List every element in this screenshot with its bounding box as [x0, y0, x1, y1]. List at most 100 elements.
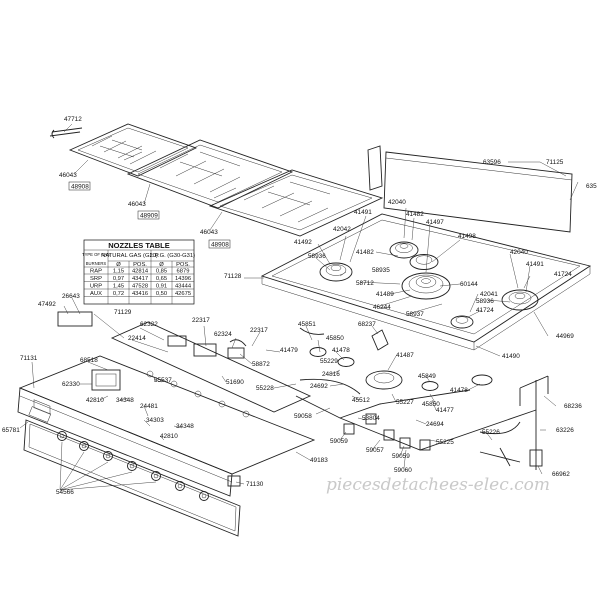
part-label: 41492 — [294, 239, 312, 246]
part-label: 24692 — [310, 383, 328, 390]
part-label: 24481 — [140, 403, 158, 410]
sub-pos-1: POS. — [133, 262, 147, 268]
burner-centre-large — [401, 272, 451, 300]
part-label: 42810 — [86, 397, 104, 404]
part-label-boxed: 48908 — [71, 183, 89, 190]
part-label-boxed: 48908 — [211, 241, 229, 248]
part-label: 635 — [586, 183, 597, 190]
part-label: 41478 — [450, 387, 468, 394]
part-label: 58935 — [372, 267, 390, 274]
sub-diameter-1: Ø — [116, 262, 121, 268]
part-label: 41482 — [356, 249, 374, 256]
pan-support-left — [68, 123, 198, 177]
row-d1: 0,72 — [113, 291, 124, 297]
valves-bottom — [227, 413, 431, 487]
burner-front-small — [450, 315, 474, 329]
sub-burners: BURNERS — [86, 261, 107, 266]
part-label: 47712 — [64, 116, 82, 123]
terminal-blocks — [57, 311, 245, 359]
part-label: 42041 — [480, 291, 498, 298]
part-label: 41478 — [332, 347, 350, 354]
part-label: 46043 — [200, 229, 218, 236]
part-label: 42042 — [333, 226, 351, 233]
row-pos2: 6879 — [177, 269, 190, 275]
part-label: 60144 — [460, 281, 478, 288]
burner-rear-left — [319, 262, 353, 282]
part-label-boxed: 48909 — [140, 212, 158, 219]
pan-support-middle — [126, 139, 294, 209]
pan-support-right — [208, 169, 384, 237]
part-label: 55229 — [320, 358, 338, 365]
part-label: 54566 — [56, 489, 74, 496]
part-label: 63226 — [556, 427, 574, 434]
part-label: 22317 — [192, 317, 210, 324]
part-label: 41491 — [354, 209, 372, 216]
row-d1: 1,15 — [113, 269, 124, 275]
part-label: 53804 — [362, 415, 380, 422]
part-label: 22414 — [128, 335, 146, 342]
leader-lines — [19, 123, 579, 491]
part-label: 24694 — [426, 421, 444, 428]
part-label: 59060 — [394, 467, 412, 474]
valve-rail — [110, 321, 312, 418]
part-label: 45512 — [352, 397, 370, 404]
part-label: 51690 — [226, 379, 244, 386]
part-label: 59059 — [392, 453, 410, 460]
row-d2: 0,50 — [156, 291, 167, 297]
row-pos1: 47528 — [132, 284, 148, 290]
part-label: 46043 — [128, 201, 146, 208]
part-label: 68237 — [358, 321, 376, 328]
part-label: 42040 — [388, 199, 406, 206]
row-pos2: 42675 — [175, 291, 191, 297]
part-label: 42040 — [510, 249, 528, 256]
part-label: 41498 — [458, 233, 476, 240]
back-guard — [367, 145, 573, 233]
hob-top — [260, 213, 592, 351]
part-label: 44969 — [556, 333, 574, 340]
part-label: 41497 — [426, 219, 444, 226]
part-label: 55226 — [482, 429, 500, 436]
part-label: 41491 — [526, 261, 544, 268]
part-label: 71131 — [20, 355, 38, 362]
part-label: 41490 — [502, 353, 520, 360]
part-label: 22317 — [250, 327, 268, 334]
part-label: 59057 — [366, 447, 384, 454]
row-pos1: 42814 — [132, 269, 149, 275]
part-label: 55228 — [256, 385, 274, 392]
part-label: 41489 — [376, 291, 394, 298]
part-label: 41724 — [554, 271, 572, 278]
part-label: 63596 — [483, 159, 501, 166]
part-label: 71125 — [546, 159, 564, 166]
part-label: 62322 — [140, 321, 158, 328]
part-label: 45849 — [418, 373, 436, 380]
burner-rear-right — [409, 254, 439, 270]
control-panel — [17, 355, 316, 497]
part-label: 26643 — [62, 293, 80, 300]
nozzles-table: NOZZLES TABLE TYPE OF GAS NATURAL GAS (G… — [82, 239, 195, 305]
part-label: 66962 — [552, 471, 570, 478]
burner-rear-middle — [389, 241, 419, 259]
part-label: 59058 — [294, 413, 312, 420]
part-label: 41724 — [476, 307, 494, 314]
part-label: 45850 — [326, 335, 344, 342]
part-label: 68518 — [80, 357, 98, 364]
part-label: 46244 — [373, 304, 391, 311]
part-label: 71128 — [224, 273, 242, 280]
part-label: 62330 — [62, 381, 80, 388]
part-label: 58936 — [308, 253, 326, 260]
part-label: 34303 — [146, 417, 164, 424]
part-label: 41487 — [396, 352, 414, 359]
pan-support-clips — [49, 127, 83, 139]
row-pos1: 43416 — [132, 291, 148, 297]
col-type-of-gas: TYPE OF GAS — [82, 252, 110, 257]
burner-cup-parts — [229, 327, 493, 391]
part-label: 47492 — [38, 301, 56, 308]
part-label: 45850 — [422, 401, 440, 408]
control-knobs — [57, 431, 209, 501]
row-d1: 1,45 — [113, 284, 124, 290]
part-label: 59059 — [330, 438, 348, 445]
part-label: 55537 — [154, 377, 172, 384]
part-label: 41482 — [406, 211, 424, 218]
sub-diameter-2: Ø — [159, 262, 164, 268]
